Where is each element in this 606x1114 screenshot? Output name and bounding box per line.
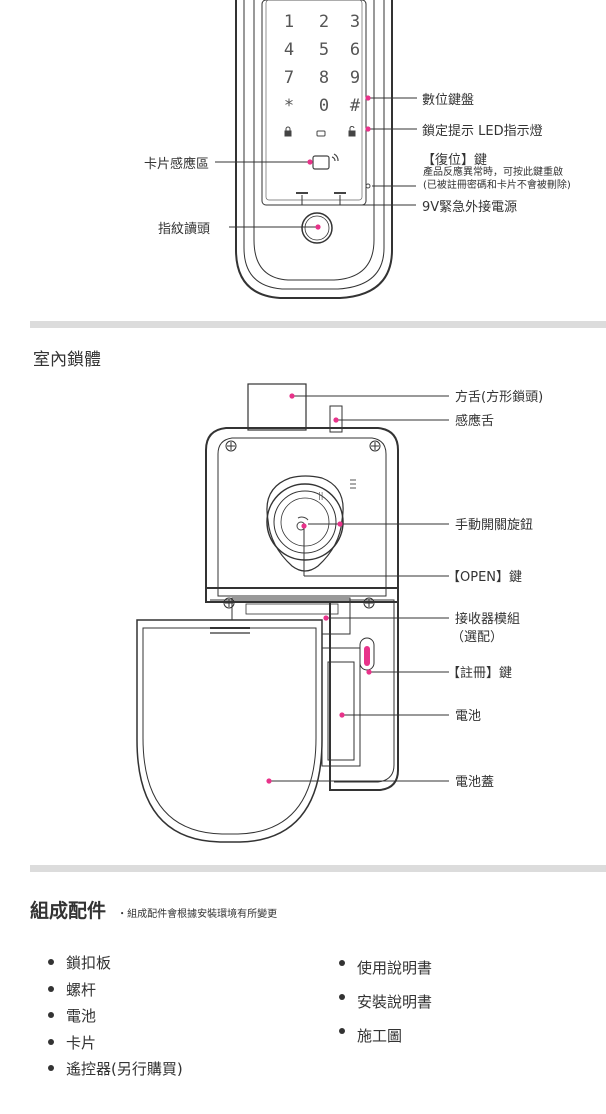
label-digital-keypad: 數位鍵盤 xyxy=(422,93,475,108)
list-item: 安裝說明書 xyxy=(335,985,432,1019)
section-divider-1 xyxy=(30,321,606,328)
components-list-left: 鎖扣板 螺杆 電池 卡片 遙控器(另行購買) xyxy=(44,950,183,1083)
lower-body xyxy=(206,587,399,791)
callout-dot-battery-cover xyxy=(266,778,272,784)
lock-icon xyxy=(284,126,292,137)
section-divider-2 xyxy=(30,865,606,872)
key-8: 8 xyxy=(318,68,330,88)
callout-dot-sensor-bolt xyxy=(333,417,339,423)
label-emergency-power: 9V緊急外接電源 xyxy=(422,200,518,215)
callout-dot-fingerprint xyxy=(315,224,321,230)
label-register-key: 【註冊】鍵 xyxy=(447,666,513,681)
unlock-icon xyxy=(348,126,356,137)
callout-dot-register xyxy=(366,669,372,675)
key-4: 4 xyxy=(283,40,295,60)
list-item: 鎖扣板 xyxy=(44,950,183,977)
label-battery: 電池 xyxy=(455,709,482,724)
label-lock-led: 鎖定提示 LED指示燈 xyxy=(422,124,543,139)
battery-level-icon xyxy=(350,479,356,489)
list-item: 施工圖 xyxy=(335,1019,432,1053)
status-led-icon xyxy=(316,130,326,137)
list-item: 使用說明書 xyxy=(335,951,432,985)
callout-dot-receiver xyxy=(323,615,329,621)
components-list-right: 使用說明書 安裝說明書 施工圖 xyxy=(335,951,432,1053)
thumb-turn-base xyxy=(266,475,344,572)
components-title: 組成配件 xyxy=(30,900,107,922)
front-panel-drawing xyxy=(215,0,417,299)
label-receiver-optional: （選配） xyxy=(451,630,504,645)
indoor-section-title: 室內鎖體 xyxy=(33,350,101,370)
key-9: 9 xyxy=(349,68,361,88)
reset-hole xyxy=(365,183,371,189)
sensor-bolt xyxy=(329,405,343,433)
label-battery-cover: 電池蓋 xyxy=(455,775,495,790)
key-5: 5 xyxy=(318,40,330,60)
label-thumb-turn: 手動開關旋鈕 xyxy=(455,518,534,533)
key-6: 6 xyxy=(349,40,361,60)
label-reset-key-desc-2: (已被註冊密碼和卡片不會被刪除) xyxy=(423,180,571,191)
callout-dot-led xyxy=(365,126,371,132)
key-hash: # xyxy=(349,96,361,116)
battery-cover xyxy=(136,619,323,843)
indoor-lock-drawing: || xyxy=(136,383,449,843)
callout-dot-keypad xyxy=(365,95,371,101)
thumb-turn-mark: || xyxy=(318,491,323,500)
card-sensor-icon xyxy=(312,153,339,170)
front-panel-diagram: 1 2 3 4 5 6 7 8 9 * 0 # 數位鍵盤 鎖定提示 LED指示燈… xyxy=(0,0,606,310)
callout-dot-thumb-turn xyxy=(337,521,343,527)
square-bolt xyxy=(247,383,307,431)
key-2: 2 xyxy=(318,12,330,32)
list-item: 螺杆 xyxy=(44,977,183,1004)
label-card-sensor: 卡片感應區 xyxy=(144,157,210,172)
components-note: ・組成配件會根據安裝環境有所變更 xyxy=(117,909,278,920)
label-reset-key-desc-1: 產品反應異常時，可按此鍵重啟 xyxy=(423,167,563,178)
label-sensor-bolt: 感應舌 xyxy=(455,414,495,429)
front-panel-mid xyxy=(243,0,385,290)
label-square-bolt: 方舌(方形鎖頭) xyxy=(455,390,544,405)
components-heading: 組成配件 ・組成配件會根據安裝環境有所變更 xyxy=(30,896,277,923)
list-item: 遙控器(另行購買) xyxy=(44,1056,183,1083)
callout-dot-square-bolt xyxy=(289,393,295,399)
callout-dot-open-key xyxy=(301,523,307,529)
thumb-turn-outer xyxy=(266,483,344,561)
label-reset-key-title: 【復位】鍵 xyxy=(422,153,488,168)
key-7: 7 xyxy=(283,68,295,88)
list-item: 卡片 xyxy=(44,1030,183,1057)
indoor-lock-diagram: || 方舌(方形鎖頭) 感應舌 手動開關旋 xyxy=(0,370,606,850)
key-star: * xyxy=(283,96,295,116)
indoor-body-outer xyxy=(205,427,399,603)
callout-dot-battery xyxy=(339,712,345,718)
fingerprint-reader-ring xyxy=(301,212,333,244)
label-fingerprint-reader: 指紋讀頭 xyxy=(158,222,211,237)
label-receiver-module: 接收器模組 xyxy=(455,612,521,627)
key-1: 1 xyxy=(283,12,295,32)
key-0: 0 xyxy=(318,96,330,116)
front-panel-inner xyxy=(253,0,375,281)
label-open-key: 【OPEN】鍵 xyxy=(447,570,523,585)
list-item: 電池 xyxy=(44,1003,183,1030)
key-3: 3 xyxy=(349,12,361,32)
callout-dot-card xyxy=(307,159,313,165)
